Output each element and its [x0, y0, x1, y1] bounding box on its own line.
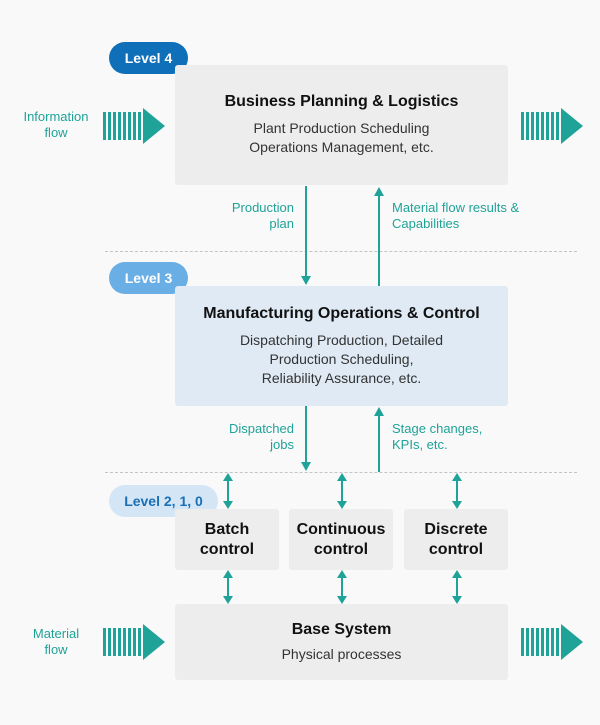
business-planning-title: Business Planning & Logistics [224, 93, 459, 110]
continuous-bottom-double-arrow [337, 570, 347, 604]
divider-level4-level3 [105, 251, 577, 252]
dispatched-jobs-label: Dispatched jobs [228, 421, 294, 452]
production-plan-arrow [301, 186, 311, 285]
divider-level3-level210 [105, 472, 577, 473]
information-flow-label: Information flow [23, 109, 89, 140]
stage-changes-arrow [374, 407, 384, 472]
discrete-bottom-double-arrow [452, 570, 462, 604]
level-4-badge: Level 4 [109, 42, 188, 74]
batch-control-box: Batch control [175, 509, 279, 570]
batch-top-double-arrow [223, 473, 233, 509]
continuous-top-double-arrow [337, 473, 347, 509]
information-flow-out-arrow [521, 108, 583, 144]
material-flow-results-label: Material flow results & Capabilities [392, 200, 520, 231]
base-system-box: Base System Physical processes [175, 604, 508, 680]
base-system-subtitle: Physical processes [281, 645, 402, 662]
material-flow-results-arrow [374, 187, 384, 286]
batch-control-title: Batch control [199, 520, 255, 558]
stage-changes-label: Stage changes, KPIs, etc. [392, 421, 483, 452]
batch-bottom-double-arrow [223, 570, 233, 604]
discrete-top-double-arrow [452, 473, 462, 509]
business-planning-subtitle: Plant Production Scheduling Operations M… [249, 120, 434, 155]
material-flow-in-arrow [103, 624, 165, 660]
continuous-control-title: Continuous control [296, 520, 386, 558]
manufacturing-operations-box: Manufacturing Operations & Control Dispa… [175, 286, 508, 406]
level-2-1-0-badge: Level 2, 1, 0 [109, 485, 218, 517]
discrete-control-title: Discrete control [424, 520, 488, 558]
manufacturing-operations-title: Manufacturing Operations & Control [203, 304, 480, 322]
business-planning-box: Business Planning & Logistics Plant Prod… [175, 65, 508, 185]
information-flow-in-arrow [103, 108, 165, 144]
dispatched-jobs-arrow [301, 406, 311, 471]
production-plan-label: Production plan [231, 200, 294, 231]
level-3-badge: Level 3 [109, 262, 188, 294]
base-system-title: Base System [291, 620, 392, 638]
continuous-control-box: Continuous control [289, 509, 393, 570]
material-flow-label: Material flow [32, 626, 80, 657]
discrete-control-box: Discrete control [404, 509, 508, 570]
manufacturing-operations-subtitle: Dispatching Production, Detailed Product… [239, 331, 444, 386]
material-flow-out-arrow [521, 624, 583, 660]
